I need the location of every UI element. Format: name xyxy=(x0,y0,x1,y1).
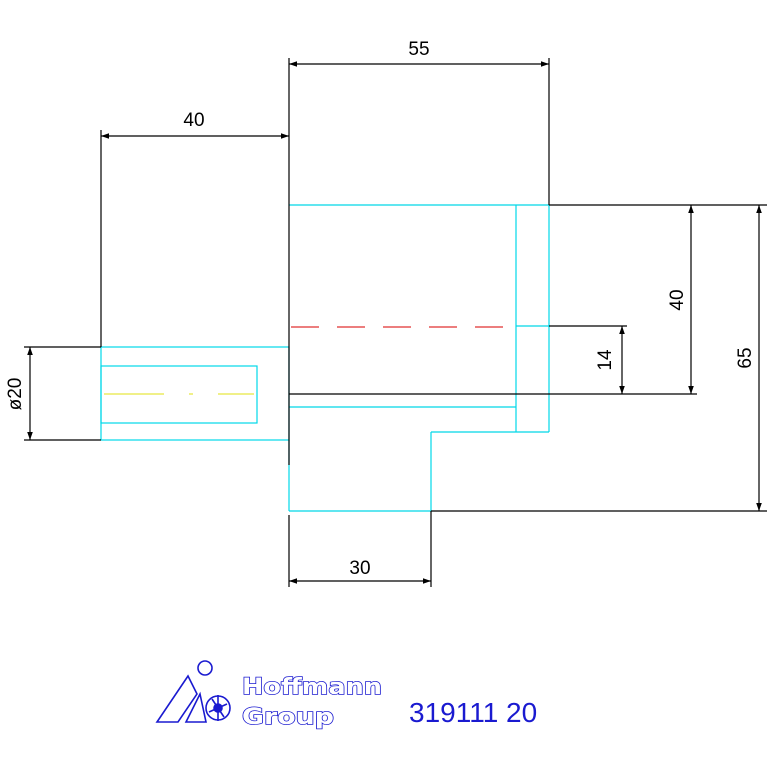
dim-text-14: 14 xyxy=(595,349,616,371)
dim-text-diameter: ø20 xyxy=(5,378,26,411)
shaft-bore xyxy=(100,365,258,424)
hoffmann-logo: Hoffmann Group xyxy=(155,660,383,731)
part-number: 319111 20 xyxy=(409,697,537,728)
dim-text-65: 65 xyxy=(735,347,756,368)
logo-text-group: Group xyxy=(242,705,334,730)
logo-figure-icon xyxy=(155,660,231,723)
dim-text-40-top: 40 xyxy=(183,110,204,131)
dim-text-40-right: 40 xyxy=(667,289,688,310)
dim-text-55: 55 xyxy=(408,39,429,60)
dim-text-30: 30 xyxy=(349,558,370,579)
hidden-lines xyxy=(100,204,550,512)
logo-text-hoffmann: Hoffmann xyxy=(242,675,382,700)
dimension-lines xyxy=(27,61,762,584)
outline xyxy=(24,58,767,587)
